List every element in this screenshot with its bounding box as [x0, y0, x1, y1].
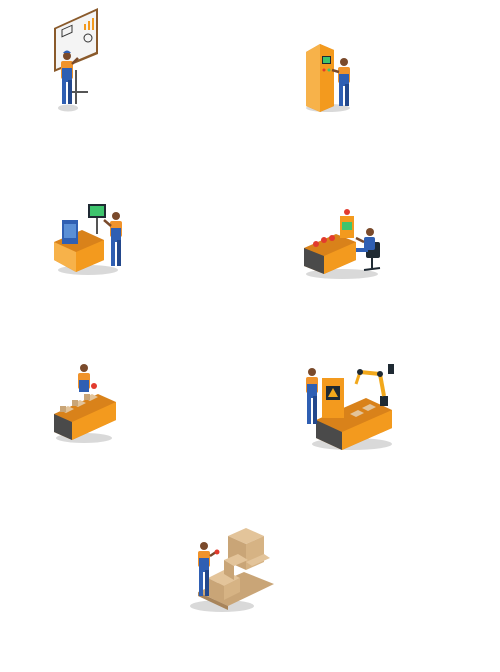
- worker-pallet-boxes-icon: [190, 528, 274, 612]
- robotic-arm-production-line-icon: [306, 364, 394, 450]
- worker-conveyor-boxes-illustration: [52, 360, 120, 444]
- operator-control-desk-icon: [304, 209, 381, 279]
- worker-pallet-boxes-illustration: [188, 522, 276, 614]
- worker-whiteboard-icon: [54, 8, 98, 112]
- worker-conveyor-boxes-icon: [54, 364, 116, 443]
- robotic-arm-production-line-illustration: [300, 360, 396, 452]
- worker-cnc-machine-illustration: [52, 194, 132, 276]
- worker-cnc-machine-icon: [54, 204, 122, 275]
- operator-control-desk-illustration: [302, 208, 388, 280]
- worker-whiteboard-illustration: [48, 6, 108, 114]
- worker-control-panel-illustration: [302, 40, 362, 114]
- worker-control-panel-icon: [306, 44, 350, 112]
